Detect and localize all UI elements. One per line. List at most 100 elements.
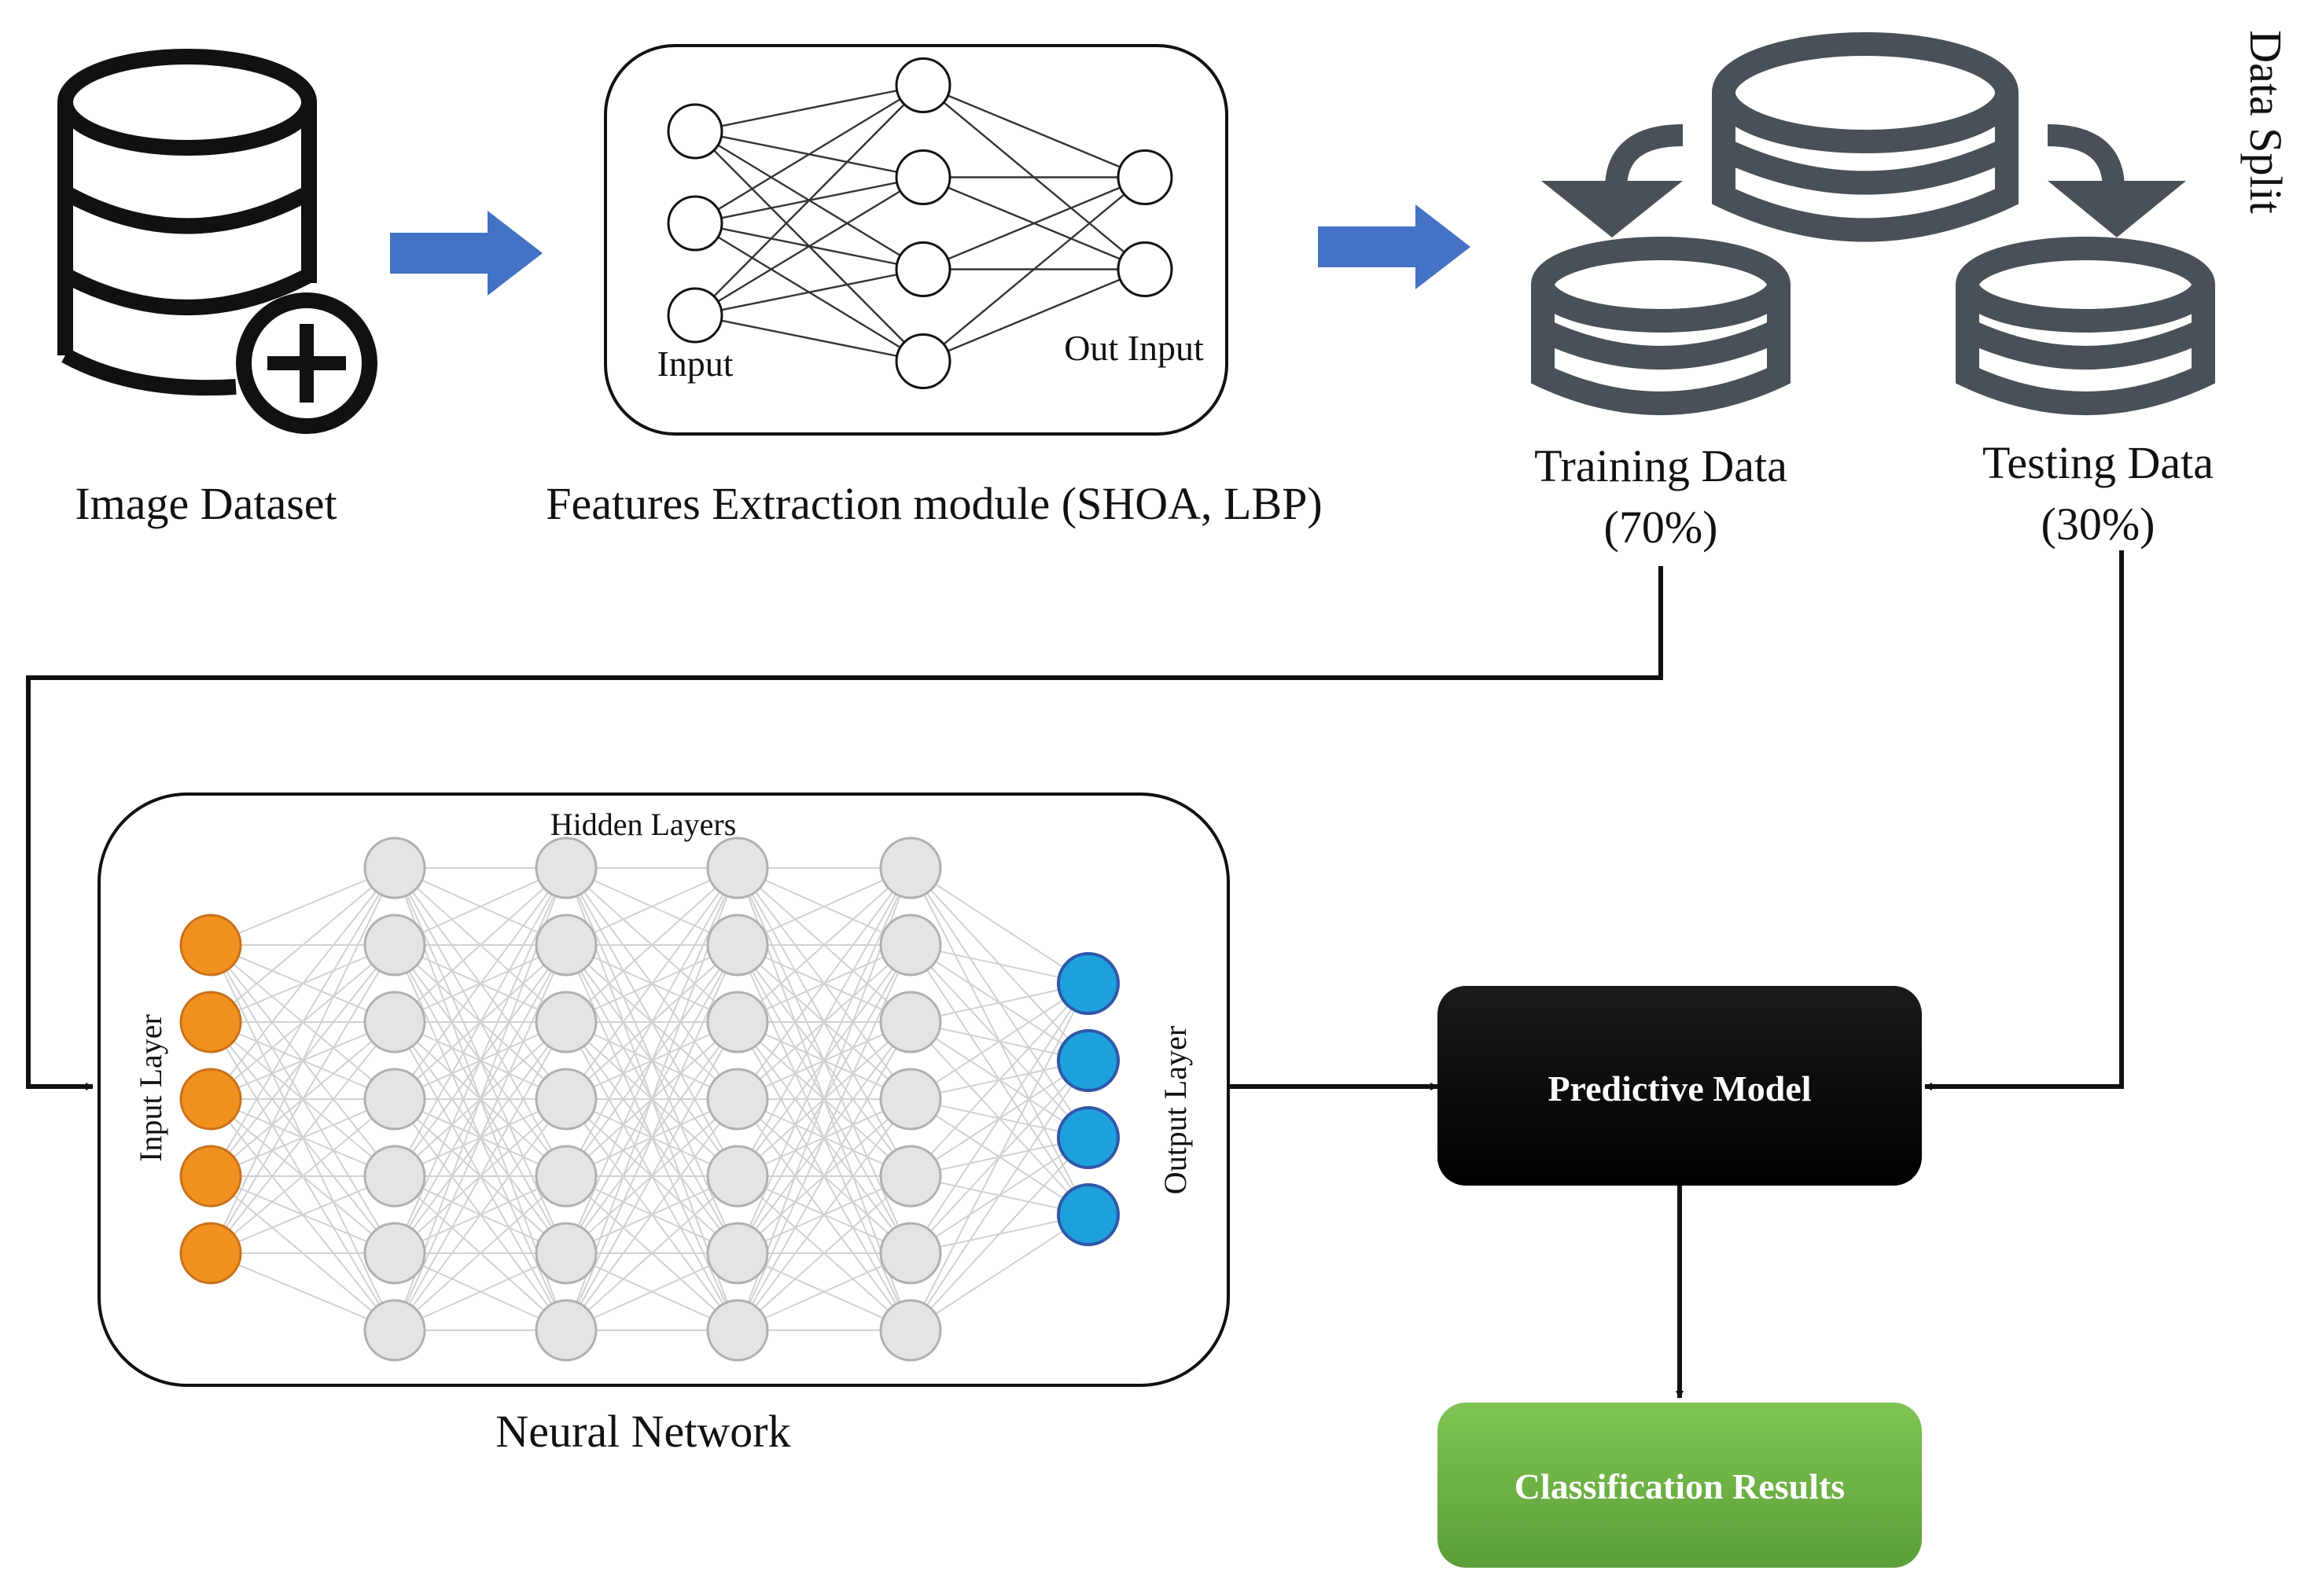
- network-edge: [922, 176, 1146, 362]
- network-edge: [210, 867, 396, 1177]
- hidden-layer-node: [363, 1068, 426, 1131]
- network-edge: [210, 944, 396, 1254]
- hidden-layer-node: [879, 1068, 942, 1131]
- flow-arrow-1: [390, 211, 543, 296]
- feature-node: [895, 57, 951, 113]
- hidden-layer-node: [535, 1222, 598, 1285]
- output-layer-label: Output Layer: [1158, 1026, 1193, 1194]
- image-dataset-label: Image Dataset: [75, 478, 337, 529]
- network-edge: [922, 84, 1146, 178]
- hidden-layer-node: [535, 1145, 598, 1208]
- hidden-layer-node: [706, 837, 769, 899]
- testing-percent-label: (30%): [2041, 498, 2155, 550]
- network-edge: [394, 1175, 567, 1331]
- database-plus-icon: [57, 49, 377, 434]
- hidden-layers-label: Hidden Layers: [550, 807, 737, 842]
- output-layer-node: [1057, 1183, 1120, 1246]
- hidden-layer-node: [706, 991, 769, 1054]
- network-edge: [694, 314, 924, 362]
- testing-dataset-icon: [1956, 237, 2215, 415]
- classification-results-box: [1437, 1403, 1922, 1568]
- network-edge: [737, 1021, 911, 1331]
- hidden-layer-node: [706, 1299, 769, 1362]
- network-edge: [565, 944, 738, 1331]
- network-edge: [565, 1175, 738, 1331]
- fe-input-label: Input: [657, 344, 733, 384]
- testing-data-label: Testing Data: [1982, 437, 2214, 488]
- network-edge: [737, 1175, 911, 1331]
- network-edge: [394, 944, 567, 1331]
- hidden-layer-node: [535, 991, 598, 1054]
- training-percent-label: (70%): [1604, 502, 1718, 553]
- network-edge: [210, 1021, 396, 1254]
- split-left-arrow-icon: [1541, 124, 1684, 237]
- network-edge: [394, 867, 567, 946]
- network-edge: [394, 1252, 567, 1331]
- network-edge: [694, 84, 924, 316]
- network-edge: [910, 1137, 1089, 1331]
- hidden-layer-node: [363, 1145, 426, 1208]
- hidden-layer-node: [363, 991, 426, 1054]
- predictive-model-label: Predictive Model: [1548, 1068, 1811, 1109]
- feature-node: [895, 149, 951, 205]
- network-edge: [210, 1252, 396, 1331]
- input-layer-node: [179, 914, 242, 976]
- network-edge: [694, 84, 924, 133]
- network-edge: [210, 867, 396, 1100]
- network-edge: [910, 983, 1089, 1100]
- feature-extraction-box: [604, 44, 1228, 436]
- network-edge: [737, 867, 911, 946]
- split-right-arrow-icon: [2047, 124, 2186, 237]
- output-layer-node: [1057, 1106, 1120, 1169]
- network-edge: [394, 1021, 567, 1331]
- feature-node: [1117, 149, 1173, 205]
- network-edge: [737, 1252, 911, 1331]
- training-connector: [26, 566, 1663, 1090]
- network-edge: [210, 1175, 396, 1254]
- network-edge: [737, 867, 911, 1177]
- network-edge: [737, 867, 911, 1023]
- network-edge: [210, 867, 396, 946]
- data-split-label: Data Split: [2240, 30, 2291, 214]
- input-layer-label: Input Layer: [133, 1014, 168, 1162]
- network-edge: [910, 983, 1089, 1331]
- feature-network-nodes: [667, 57, 1173, 389]
- network-edge: [394, 867, 567, 1254]
- hidden-layer-node: [706, 1145, 769, 1208]
- input-layer-node: [179, 1068, 242, 1131]
- network-edge: [210, 867, 396, 1023]
- input-layer-node: [179, 991, 242, 1054]
- hidden-layer-node: [363, 1222, 426, 1285]
- feature-node: [667, 287, 723, 344]
- hidden-layer-node: [535, 837, 598, 899]
- network-edge: [565, 867, 738, 1100]
- feature-node: [1117, 241, 1173, 297]
- network-edge: [565, 1252, 738, 1331]
- network-edge: [210, 1098, 396, 1254]
- neural-network-label: Neural Network: [495, 1406, 790, 1457]
- network-edge: [694, 84, 924, 225]
- network-edge: [910, 983, 1089, 1177]
- hidden-layer-node: [706, 1222, 769, 1285]
- network-edge: [922, 176, 1146, 270]
- network-edge: [694, 268, 924, 317]
- hidden-layer-node: [363, 837, 426, 899]
- input-layer-node: [179, 1222, 242, 1285]
- network-edge: [922, 268, 1146, 362]
- hidden-layer-node: [879, 1299, 942, 1362]
- network-edge: [737, 867, 911, 1100]
- network-edge: [737, 1098, 911, 1331]
- network-edge: [910, 1214, 1089, 1331]
- output-layer-node: [1057, 1029, 1120, 1092]
- network-edge: [565, 867, 738, 1023]
- feature-network-edges: [694, 84, 1146, 362]
- flow-arrow-2: [1318, 204, 1470, 289]
- network-edge: [565, 867, 738, 1177]
- output-layer-node: [1057, 952, 1120, 1015]
- hidden-layer-node: [535, 1068, 598, 1131]
- network-edge: [210, 867, 396, 1254]
- network-edge: [394, 1098, 567, 1331]
- feature-module-label: Features Extraction module (SHOA, LBP): [546, 478, 1322, 529]
- hidden-layer-node: [706, 1068, 769, 1131]
- hidden-layer-node: [535, 1299, 598, 1362]
